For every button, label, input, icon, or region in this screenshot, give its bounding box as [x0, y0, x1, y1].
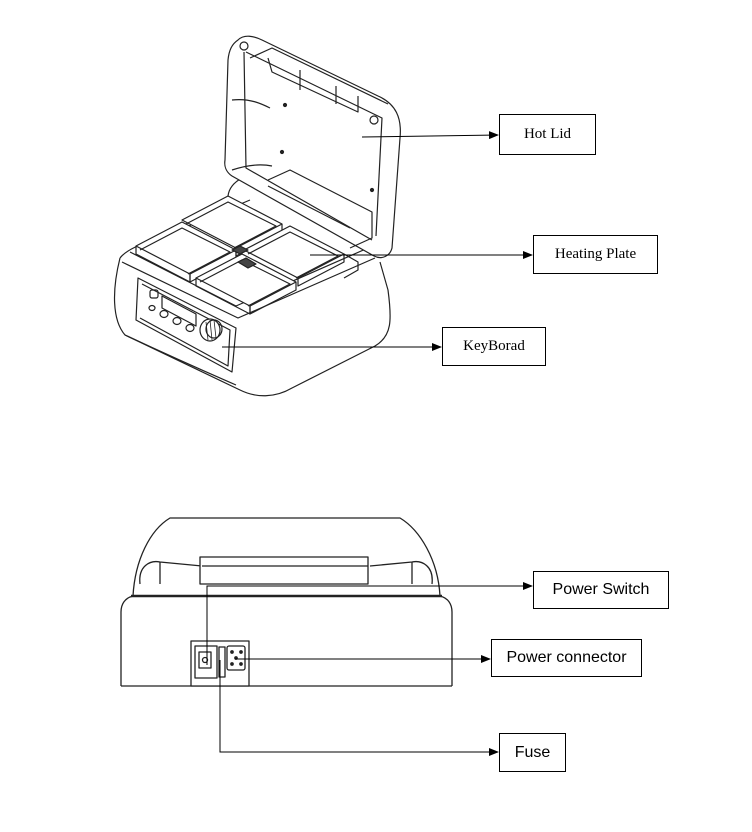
label-power-switch: Power Switch — [533, 571, 669, 609]
label-keyboard-text: KeyBorad — [463, 338, 525, 354]
control-panel — [135, 277, 237, 373]
label-fuse-text: Fuse — [514, 743, 551, 761]
label-fuse: Fuse — [499, 733, 566, 772]
heating-plate-blocks — [135, 195, 359, 315]
label-power-switch-text: Power Switch — [552, 581, 650, 598]
label-hot-lid-text: Hot Lid — [523, 126, 572, 142]
label-hot-lid: Hot Lid — [499, 114, 596, 155]
leader-hot-lid — [361, 131, 499, 140]
leader-fuse — [219, 660, 499, 756]
label-power-connector: Power connector — [491, 639, 642, 677]
device-front-view — [113, 35, 401, 397]
device-rear-view — [120, 517, 453, 687]
label-heating-plate: Heating Plate — [533, 235, 658, 274]
leader-lines — [206, 131, 533, 756]
label-keyboard: KeyBorad — [442, 327, 546, 366]
leader-power-switch — [206, 582, 533, 665]
label-power-connector-text: Power connector — [506, 649, 627, 666]
label-heating-plate-text: Heating Plate — [554, 246, 637, 262]
